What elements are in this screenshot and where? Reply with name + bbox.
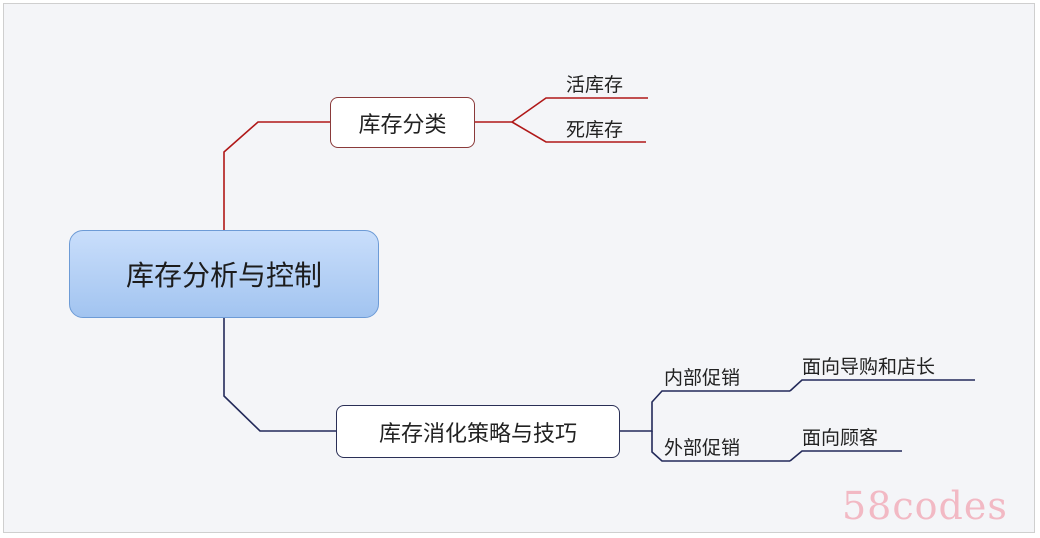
leaf-for-guides-and-managers[interactable]: 面向导购和店长 (802, 356, 936, 378)
connector-strategy-to-internal (620, 390, 790, 432)
sub-node-internal-promotion[interactable]: 内部促销 (664, 367, 741, 389)
connector-category-to-dead-stock (511, 121, 646, 143)
leaf-active-stock[interactable]: 活库存 (566, 74, 624, 96)
connector-root-to-category (223, 121, 330, 230)
sub-node-external-promotion[interactable]: 外部促销 (664, 437, 741, 459)
connector-category-to-active-stock (475, 97, 648, 123)
leaf-dead-stock[interactable]: 死库存 (566, 119, 624, 141)
root-node[interactable]: 库存分析与控制 (69, 230, 379, 318)
connector-strategy-to-external (651, 431, 790, 462)
connector-root-to-strategy (223, 318, 336, 432)
leaf-for-customers[interactable]: 面向顾客 (802, 427, 879, 449)
branch-node-inventory-classification[interactable]: 库存分类 (330, 97, 475, 148)
connector-internal-to-guides (789, 379, 975, 392)
watermark-text: 58codes (842, 484, 1008, 528)
connector-external-to-customers (789, 450, 902, 462)
branch-node-digestion-strategy[interactable]: 库存消化策略与技巧 (336, 405, 620, 458)
